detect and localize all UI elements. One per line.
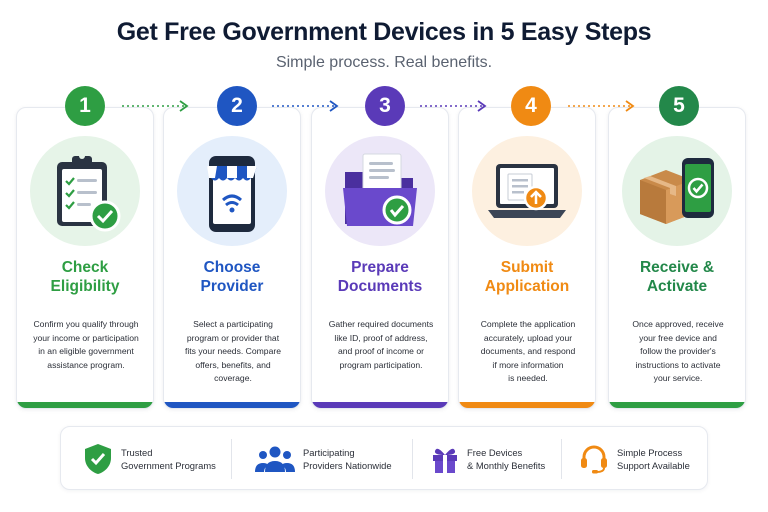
step-accent-bar — [609, 402, 745, 408]
arrow-right-icon — [122, 100, 189, 112]
feature-free-devices: Free Devices & Monthly Benefits — [431, 427, 545, 491]
feature-label: & Monthly Benefits — [467, 460, 546, 471]
people-group-icon — [255, 446, 295, 472]
step-3-number: 3 — [365, 86, 405, 126]
step-4-number: 4 — [511, 86, 551, 126]
feature-label: Participating — [303, 447, 355, 458]
step-title: Receive &Activate — [639, 259, 715, 295]
page-title: Get Free Government Devices in 5 Easy St… — [116, 18, 652, 46]
phone-store-icon — [177, 136, 287, 246]
step-accent-bar — [459, 402, 595, 408]
feature-label: Trusted — [121, 447, 153, 458]
feature-label: Government Programs — [121, 460, 216, 471]
divider — [561, 439, 562, 479]
step-accent-bar — [312, 402, 448, 408]
gift-icon — [433, 448, 457, 473]
shield-check-icon — [85, 444, 111, 474]
arrow-right-icon — [420, 100, 487, 112]
step-accent-bar — [17, 402, 153, 408]
laptop-upload-icon — [472, 136, 582, 246]
step-accent-bar — [164, 402, 300, 408]
divider — [231, 439, 232, 479]
divider — [412, 439, 413, 479]
step-1-number: 1 — [65, 86, 105, 126]
step-card-receive-activate: Receive &Activate Once approved, receive… — [608, 107, 746, 409]
step-5-number: 5 — [659, 86, 699, 126]
page-subtitle: Simple process. Real benefits. — [275, 54, 493, 71]
feature-label: Support Available — [617, 460, 690, 471]
clipboard-checklist-icon — [30, 136, 140, 246]
arrow-right-icon — [272, 100, 339, 112]
arrow-right-icon — [568, 100, 635, 112]
feature-label: Providers Nationwide — [303, 460, 392, 471]
feature-label: Free Devices — [467, 447, 523, 458]
step-2-number: 2 — [217, 86, 257, 126]
headset-icon — [581, 445, 607, 474]
feature-label: Simple Process — [617, 447, 683, 458]
box-phone-icon — [622, 136, 732, 246]
folder-documents-icon — [325, 136, 435, 246]
